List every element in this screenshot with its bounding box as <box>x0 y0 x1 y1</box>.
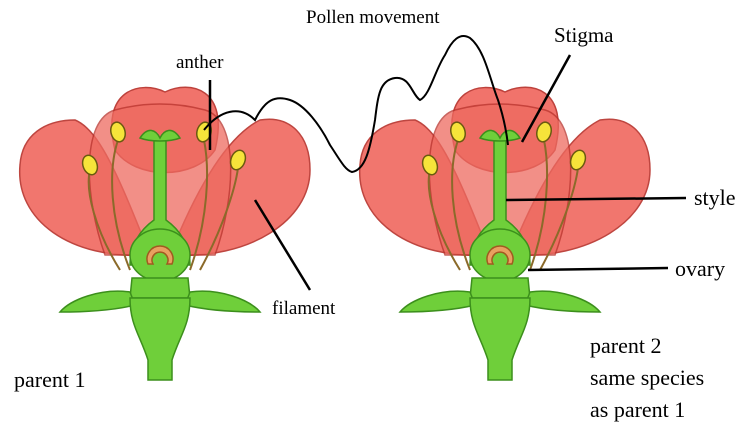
flower-parent-1 <box>18 86 311 382</box>
label-anther: anther <box>176 52 224 73</box>
pollen-movement-path <box>203 35 509 174</box>
filament-pointer <box>253 199 312 291</box>
stigma-pointer <box>520 54 572 143</box>
label-ovary: ovary <box>675 256 725 281</box>
label-pollen-movement: Pollen movement <box>306 7 440 28</box>
label-parent-1: parent 1 <box>14 367 85 392</box>
style-pointer <box>505 196 687 202</box>
ovary-pointer <box>527 266 669 272</box>
label-filament: filament <box>272 298 336 319</box>
label-style: style <box>694 185 736 210</box>
label-parent-2-line2: same species <box>590 365 704 390</box>
label-parent-2-line3: as parent 1 <box>590 397 685 422</box>
label-stigma: Stigma <box>554 23 614 47</box>
label-parent-2-line1: parent 2 <box>590 333 661 358</box>
